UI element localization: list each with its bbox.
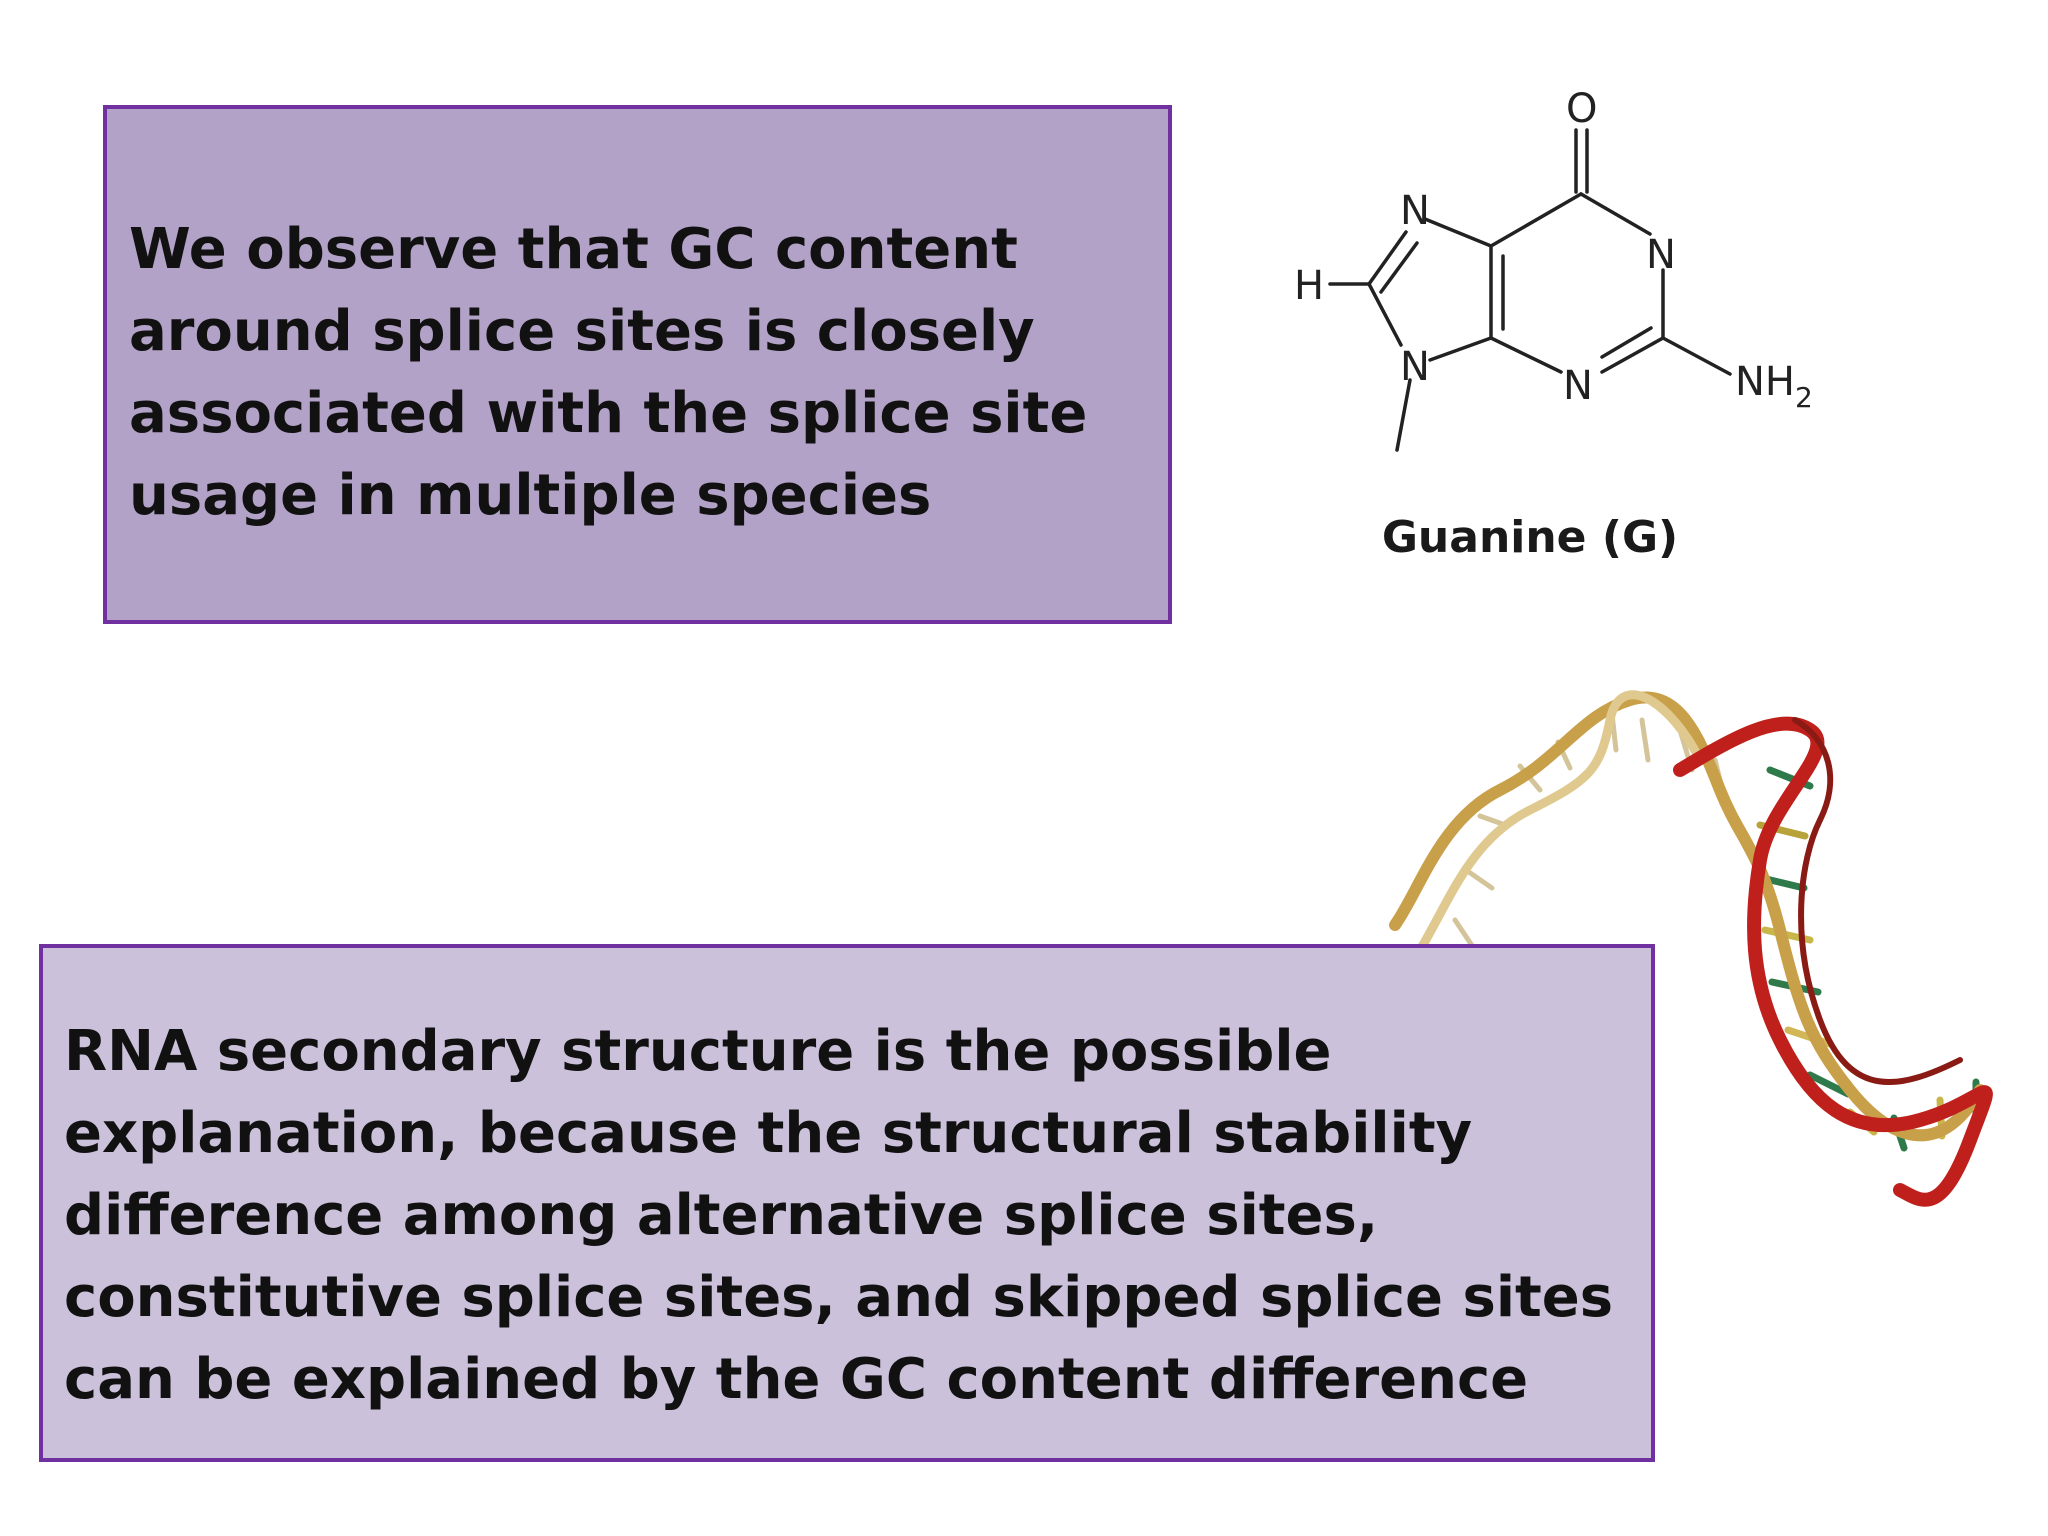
guanine-caption: Guanine (G) bbox=[1381, 512, 1679, 563]
observation-textbox: We observe that GC content around splice… bbox=[103, 105, 1172, 624]
n1-atom-label: N bbox=[1646, 232, 1676, 278]
hydrogen-atom-label: H bbox=[1294, 263, 1324, 309]
observation-text: We observe that GC content around splice… bbox=[129, 217, 1088, 528]
n7-atom-label: N bbox=[1400, 188, 1430, 234]
explanation-text: RNA secondary structure is the possible … bbox=[64, 1019, 1614, 1412]
guanine-structure-icon: O N N H N N NH2 bbox=[1294, 86, 1813, 452]
n3-atom-label: N bbox=[1563, 363, 1593, 409]
oxygen-atom-label: O bbox=[1566, 86, 1597, 132]
explanation-textbox: RNA secondary structure is the possible … bbox=[39, 944, 1655, 1462]
dna-helix-icon bbox=[1389, 690, 1993, 1207]
n9-atom-label: N bbox=[1400, 344, 1430, 390]
amine-group-label: NH2 bbox=[1735, 359, 1813, 414]
